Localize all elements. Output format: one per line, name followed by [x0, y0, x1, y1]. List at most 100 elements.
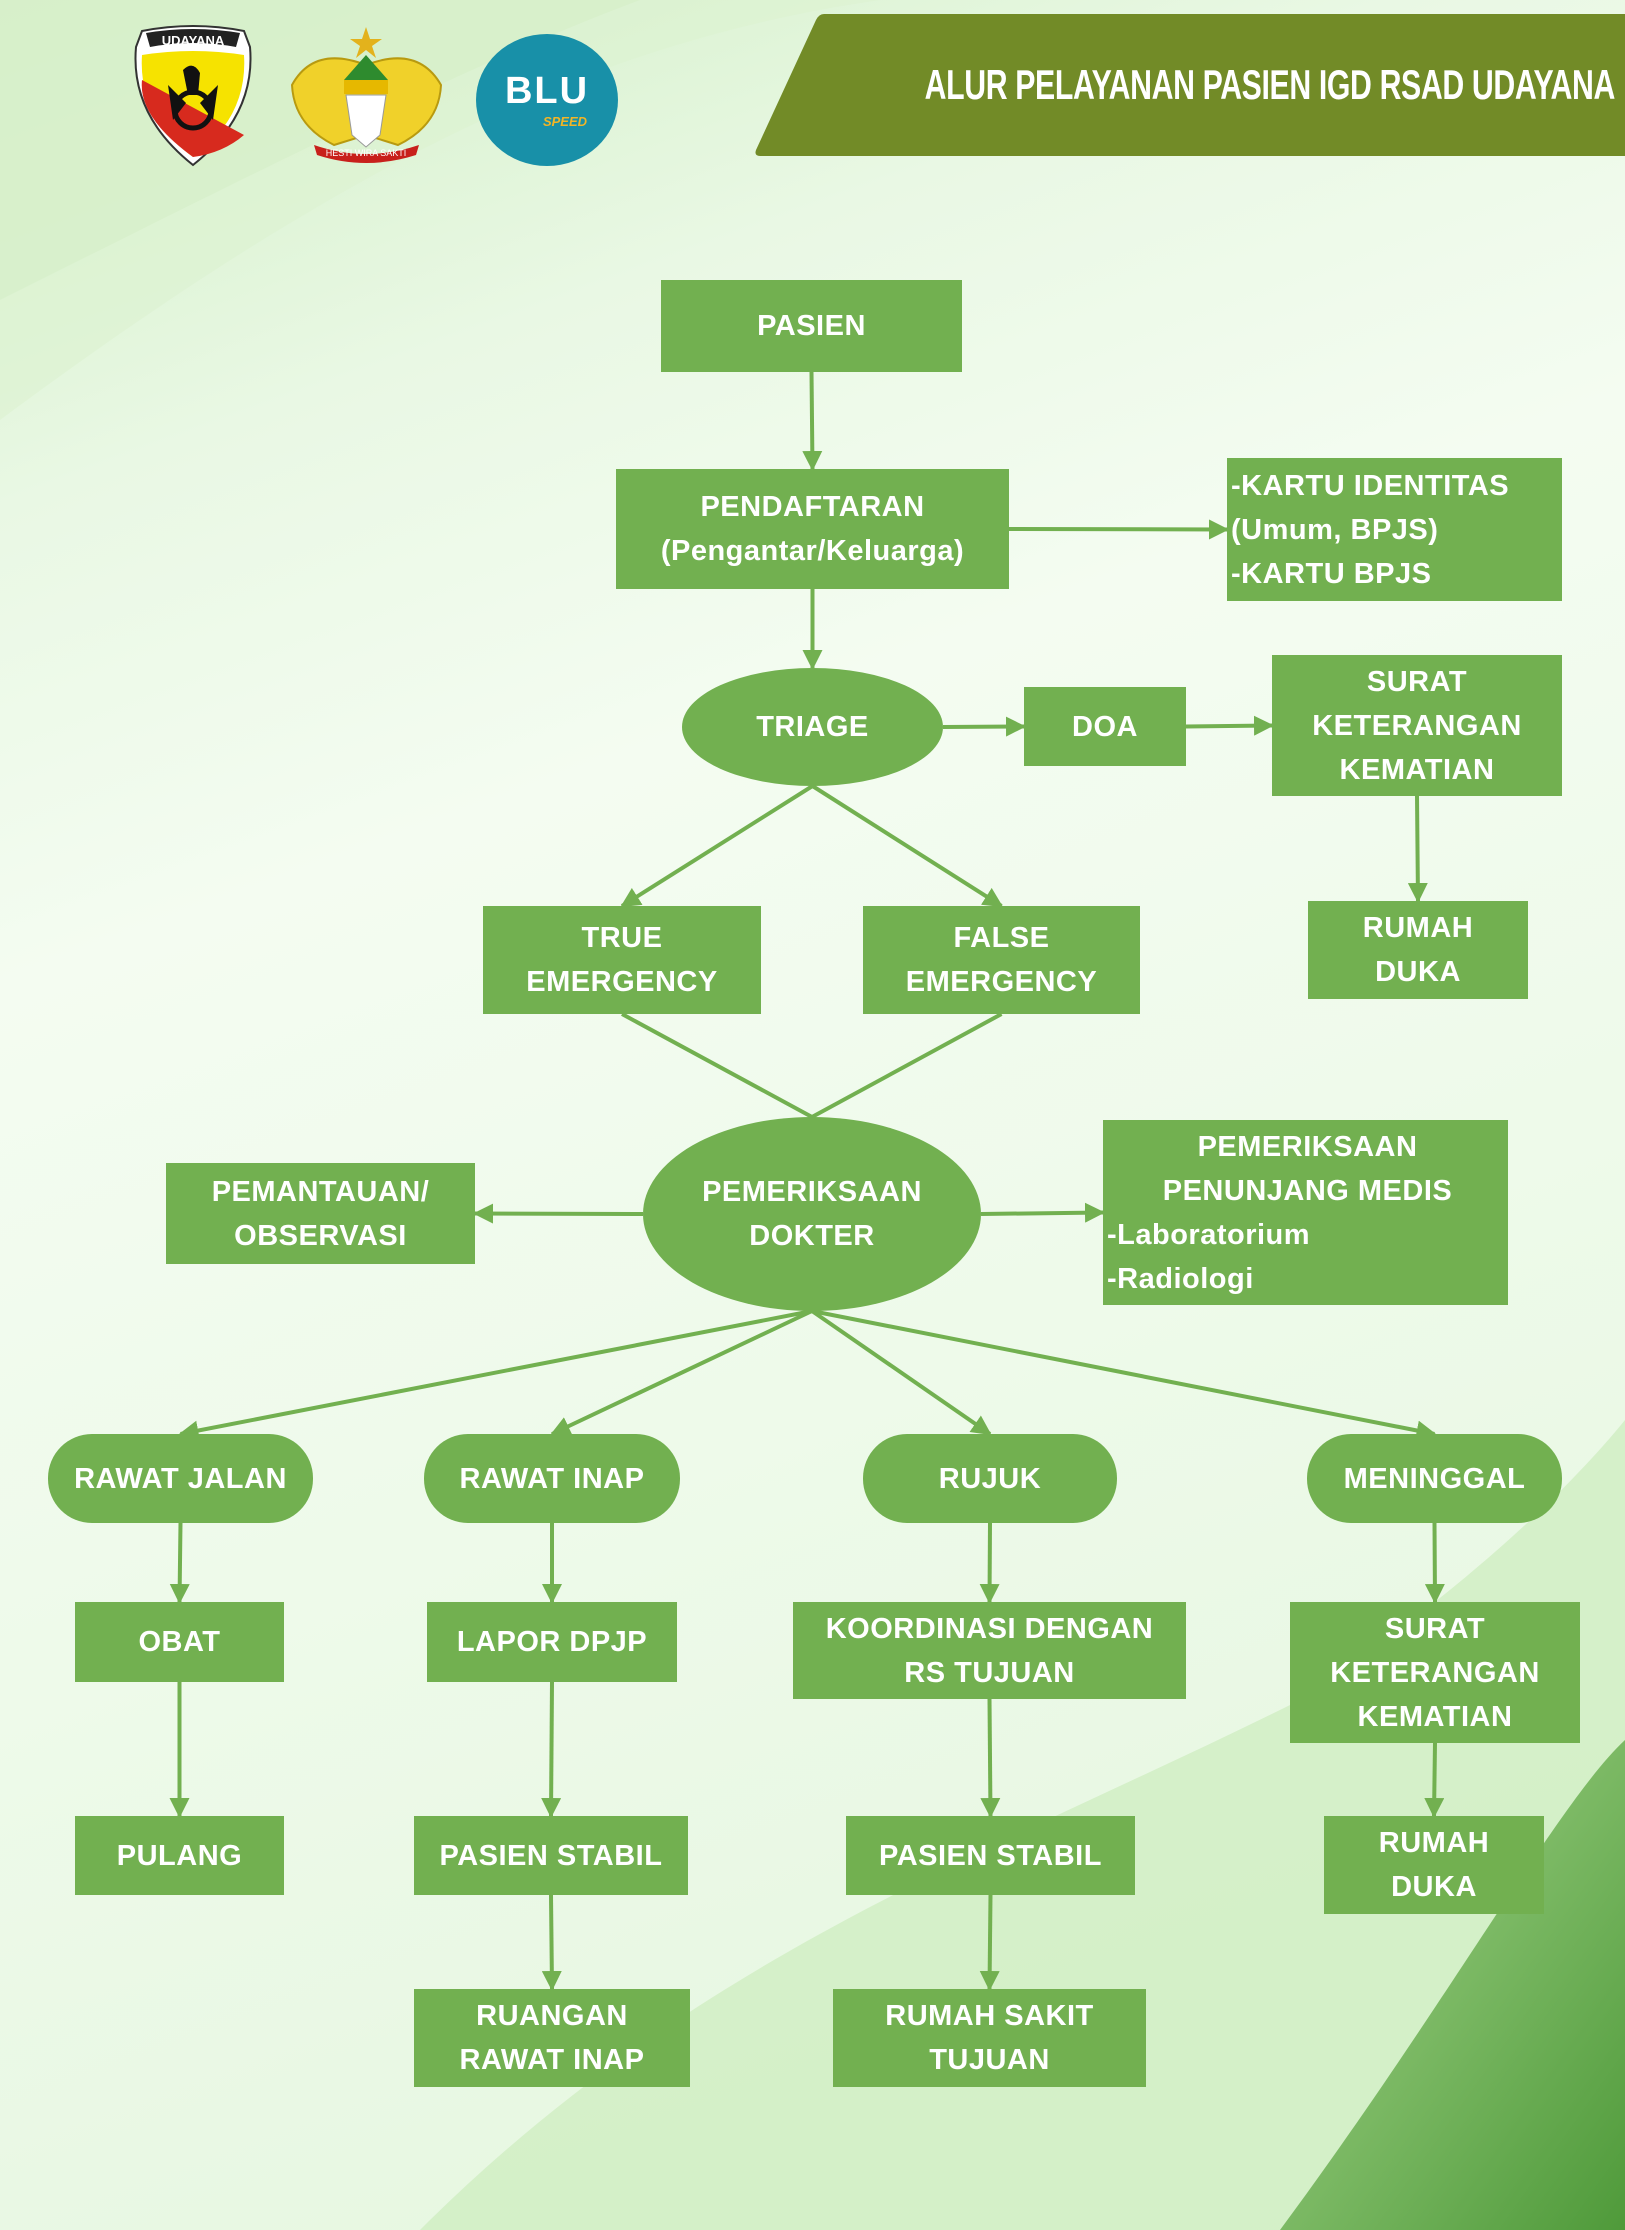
node-true-emergency: TRUE EMERGENCY — [483, 906, 761, 1014]
node-pemantauan-observasi: PEMANTAUAN/OBSERVASI — [166, 1163, 475, 1264]
connector-pemeriksaan_dokter-to-rujuk — [810, 1309, 992, 1436]
node-label-line: PASIEN STABIL — [879, 1839, 1102, 1872]
node-label-line: PENDAFTARAN — [700, 491, 925, 523]
connector-triage-to-false_emergency — [811, 784, 1004, 908]
node-label-line: DOA — [1072, 710, 1138, 743]
node-label-line: MENINGGAL — [1343, 1462, 1526, 1495]
node-surat-keterangan-kematian-meninggal: SURAT KETERANGAN KEMATIAN — [1290, 1602, 1580, 1743]
udayana-shield-logo: UDAYANA — [134, 25, 252, 167]
node-label-line: KOORDINASI DENGAN — [825, 1612, 1154, 1645]
node-rujuk: RUJUK — [863, 1434, 1117, 1523]
node-label-line: TRUE — [581, 922, 663, 954]
node-label-line: OBSERVASI — [234, 1219, 407, 1252]
connector-pasien_stabil_rujuk-to-rumah_sakit_tujuan — [979, 1894, 1000, 1991]
node-label-line: KEMATIAN — [1357, 1700, 1513, 1733]
node-rumah-sakit-tujuan: RUMAH SAKIT TUJUAN — [833, 1989, 1146, 2087]
node-label-line: SURAT — [1384, 1612, 1486, 1645]
node-pasien: PASIEN — [661, 280, 962, 372]
node-label-line: EMERGENCY — [526, 966, 718, 998]
connector-pemeriksaan_dokter-to-penunjang — [980, 1202, 1105, 1223]
node-pasien-stabil-rujuk: PASIEN STABIL — [846, 1816, 1135, 1895]
node-label-line: RS TUJUAN — [904, 1656, 1075, 1689]
node-label-line: PASIEN — [757, 310, 866, 342]
node-label-line: (Pengantar/Keluarga) — [660, 535, 965, 567]
node-pemeriksaan-dokter: PEMERIKSAAN DOKTER — [643, 1117, 981, 1311]
node-rumah-duka-meninggal: RUMAH DUKA — [1324, 1816, 1544, 1914]
node-label-line: RUMAH SAKIT — [885, 2000, 1094, 2032]
blu-speed-logo: BLU SPEED — [476, 34, 618, 166]
node-ruangan-rawat-inap: RUANGAN RAWAT INAP — [414, 1989, 690, 2087]
node-surat-keterangan-kematian-doa: SURAT KETERANGAN KEMATIAN — [1272, 655, 1562, 796]
blu-logo-text: BLU — [504, 70, 590, 112]
node-label-line: TUJUAN — [929, 2044, 1050, 2076]
speed-logo-text: SPEED — [542, 114, 588, 129]
node-label-line: DOKTER — [749, 1220, 875, 1252]
node-label-line: -KARTU IDENTITAS — [1231, 469, 1510, 502]
node-label-line: RUMAH — [1362, 912, 1474, 944]
node-pulang: PULANG — [75, 1816, 284, 1895]
node-label-line: RAWAT INAP — [459, 1462, 645, 1495]
node-label-line: PENUNJANG MEDIS — [1162, 1174, 1453, 1207]
node-label-line: EMERGENCY — [905, 966, 1098, 998]
node-label-line: RAWAT JALAN — [74, 1462, 287, 1495]
node-label-line: DUKA — [1375, 956, 1461, 988]
node-pasien-stabil-rawat-inap: PASIEN STABIL — [414, 1816, 688, 1895]
node-rawat-inap: RAWAT INAP — [424, 1434, 680, 1523]
connector-pemeriksaan_dokter-to-rawat_jalan — [178, 1309, 813, 1441]
node-obat: OBAT — [75, 1602, 284, 1682]
node-label-line: TRIAGE — [756, 711, 869, 743]
connector-pendaftaran-to-kartu — [1008, 519, 1229, 540]
connector-pemeriksaan_dokter-to-meninggal — [811, 1309, 1437, 1441]
connector-lapor_dpjp-to-pasien_stabil_inap — [541, 1681, 562, 1818]
node-label-line: SURAT — [1366, 665, 1468, 698]
connector-pemeriksaan_dokter-to-rawat_inap — [550, 1309, 813, 1436]
connector-doa-to-surat_doa — [1185, 715, 1274, 736]
connector-meninggal-to-surat_meninggal — [1424, 1522, 1445, 1604]
connector-pemeriksaan_dokter-to-pemantauan — [473, 1203, 644, 1224]
node-lapor-dpjp: LAPOR DPJP — [427, 1602, 677, 1682]
node-label-line: RUMAH — [1378, 1827, 1490, 1859]
emblem-motto-text: HESTI WIRA SAKTI — [326, 148, 407, 158]
node-meninggal: MENINGGAL — [1307, 1434, 1562, 1523]
connector-surat_doa-to-rumah_duka_doa — [1407, 795, 1428, 903]
node-label-line: KETERANGAN — [1330, 1656, 1540, 1689]
node-doa: DOA — [1024, 687, 1186, 766]
connector-koordinasi-to-pasien_stabil_rujuk — [980, 1698, 1001, 1818]
node-label-line: DUKA — [1391, 1871, 1477, 1903]
connector-true_emergency-to-pemeriksaan_dokter — [621, 1012, 813, 1119]
node-label-line: -KARTU BPJS — [1231, 557, 1432, 590]
banner-shape — [755, 14, 1625, 156]
node-label-line: OBAT — [138, 1626, 221, 1658]
node-label-line: KEMATIAN — [1339, 753, 1495, 786]
node-label-line: RAWAT INAP — [459, 2044, 645, 2076]
node-label-line: PEMANTAUAN/ — [211, 1175, 430, 1208]
node-label-line: PEMERIKSAAN — [702, 1176, 922, 1208]
connector-pasien-to-pendaftaran — [802, 371, 823, 471]
connector-rawat_jalan-to-obat — [169, 1522, 190, 1604]
node-false-emergency: FALSE EMERGENCY — [863, 906, 1140, 1014]
connector-triage-to-true_emergency — [620, 784, 814, 908]
node-label-line: -Laboratorium — [1107, 1218, 1311, 1251]
army-garuda-emblem-logo: HESTI WIRA SAKTI — [290, 27, 443, 163]
node-label-line: PASIEN STABIL — [439, 1839, 663, 1872]
node-label-line: LAPOR DPJP — [456, 1626, 648, 1658]
connector-pasien_stabil_inap-to-ruangan_rawat_inap — [541, 1894, 562, 1991]
node-kartu-identitas: -KARTU IDENTITAS (Umum, BPJS) -KARTU BPJS — [1227, 458, 1562, 601]
node-label-line: FALSE — [953, 922, 1050, 954]
node-label-line: RUANGAN — [476, 2000, 628, 2032]
connector-surat_meninggal-to-rumah_duka_meninggal — [1424, 1742, 1445, 1818]
connector-triage-to-doa — [942, 716, 1026, 737]
node-rumah-duka-doa: RUMAH DUKA — [1308, 901, 1528, 999]
node-rawat-jalan: RAWAT JALAN — [48, 1434, 313, 1523]
node-pendaftaran: PENDAFTARAN (Pengantar/Keluarga) — [616, 469, 1009, 589]
node-label-line: PEMERIKSAAN — [1197, 1130, 1418, 1163]
header-banner: ALUR PELAYANAN PASIEN IGD RSAD UDAYANA — [754, 14, 1625, 156]
connector-rujuk-to-koordinasi — [979, 1522, 1000, 1604]
node-triage: TRIAGE — [682, 668, 943, 786]
node-label-line: PULANG — [116, 1839, 243, 1872]
udayana-logo-text: UDAYANA — [162, 33, 225, 48]
node-label-line: KETERANGAN — [1312, 709, 1522, 742]
node-label-line: (Umum, BPJS) — [1231, 513, 1439, 546]
